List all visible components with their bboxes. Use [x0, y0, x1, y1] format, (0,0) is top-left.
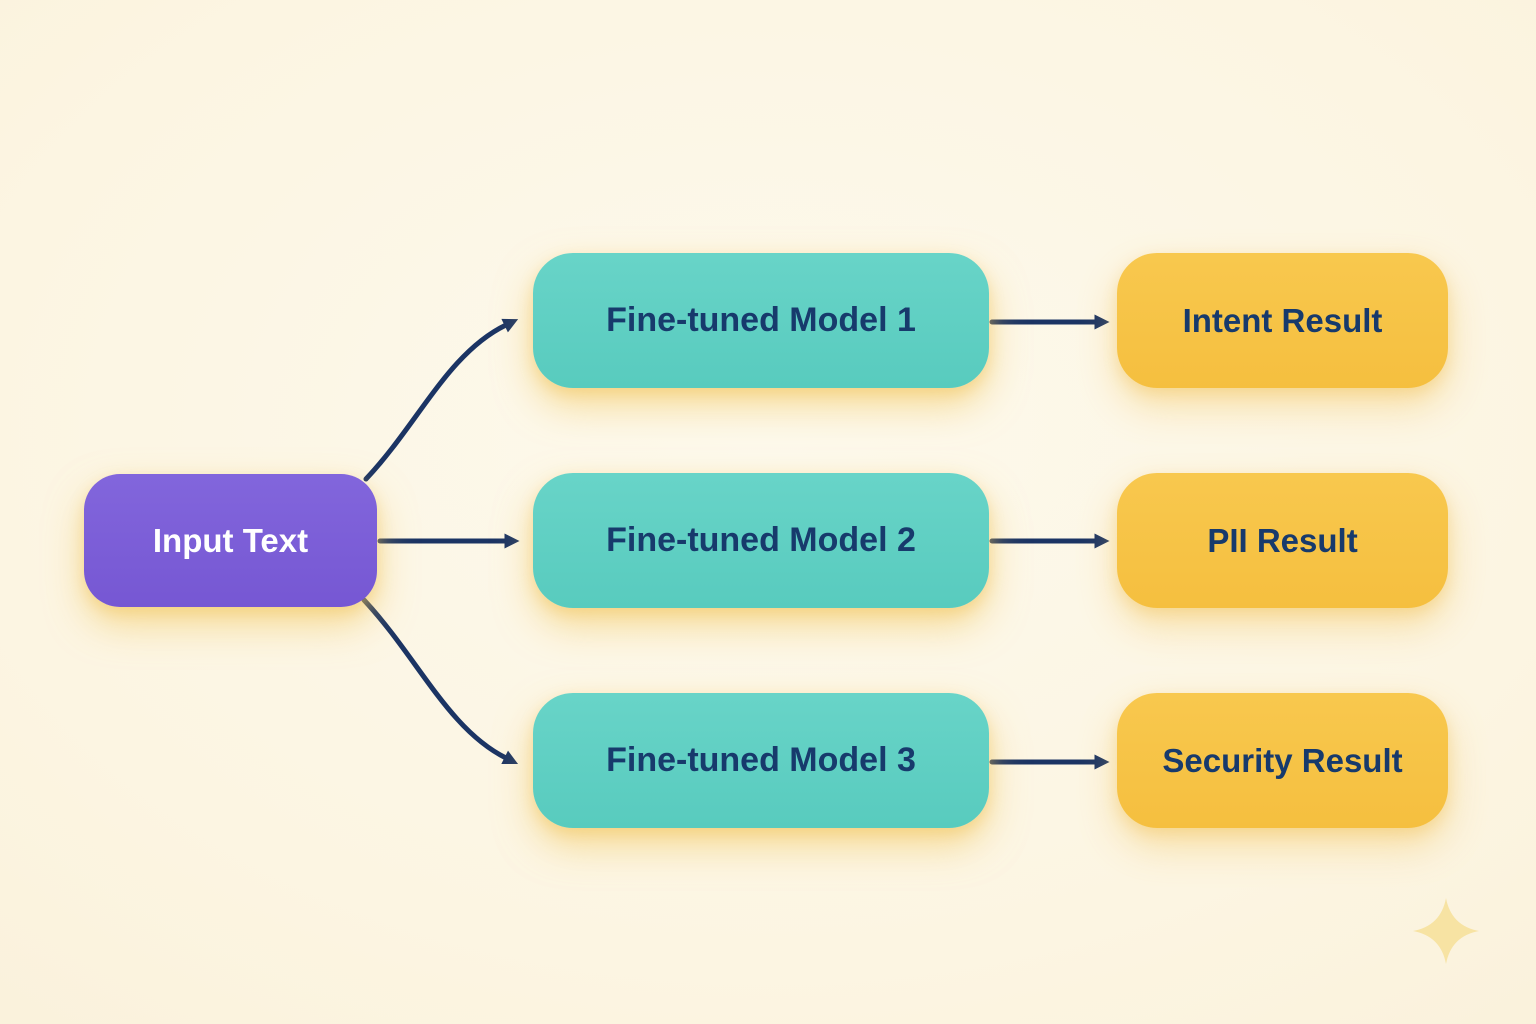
node-fine-tuned-model-1-label: Fine-tuned Model 1 [606, 301, 916, 339]
edge-input-to-model1 [363, 318, 519, 482]
node-fine-tuned-model-2-label: Fine-tuned Model 2 [606, 521, 916, 559]
node-intent-result: Intent Result [1117, 253, 1448, 388]
node-input-text: Input Text [84, 474, 377, 607]
node-fine-tuned-model-3: Fine-tuned Model 3 [533, 693, 989, 828]
node-input-text-label: Input Text [152, 521, 309, 559]
node-intent-result-label: Intent Result [1182, 301, 1383, 339]
node-pii-result: PII Result [1117, 473, 1448, 608]
node-security-result-label: Security Result [1162, 741, 1403, 779]
node-pii-result-label: PII Result [1207, 521, 1358, 559]
node-security-result: Security Result [1117, 693, 1448, 828]
node-fine-tuned-model-3-label: Fine-tuned Model 3 [606, 741, 916, 779]
sparkle-icon [1413, 898, 1479, 964]
node-fine-tuned-model-2: Fine-tuned Model 2 [533, 473, 989, 608]
edge-input-to-model3 [361, 597, 519, 765]
node-fine-tuned-model-1: Fine-tuned Model 1 [533, 253, 989, 388]
